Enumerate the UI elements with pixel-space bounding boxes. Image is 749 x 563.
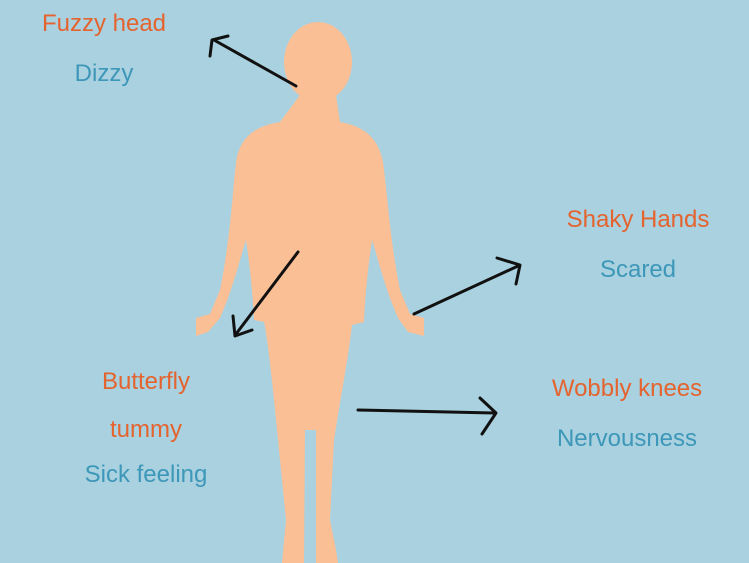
sick-feeling-label: Sick feeling	[60, 463, 232, 487]
scared-label: Scared	[548, 258, 728, 282]
arrow-head-to-fuzzy-head	[210, 36, 296, 86]
torso-shape	[196, 95, 424, 563]
nervousness-label: Nervousness	[522, 427, 732, 451]
butterfly-label: Butterfly	[60, 370, 232, 394]
head-shape	[284, 22, 352, 102]
wobbly-knees-label: Wobbly knees	[522, 377, 732, 401]
tummy-label: tummy	[60, 418, 232, 442]
arrow-hand-to-shaky-hands	[414, 258, 520, 314]
shaky-hands-label: Shaky Hands	[548, 208, 728, 232]
arrow-knee-to-wobbly-knees	[358, 398, 496, 434]
dizzy-label: Dizzy	[22, 62, 186, 86]
fuzzy-head-label: Fuzzy head	[22, 12, 186, 36]
